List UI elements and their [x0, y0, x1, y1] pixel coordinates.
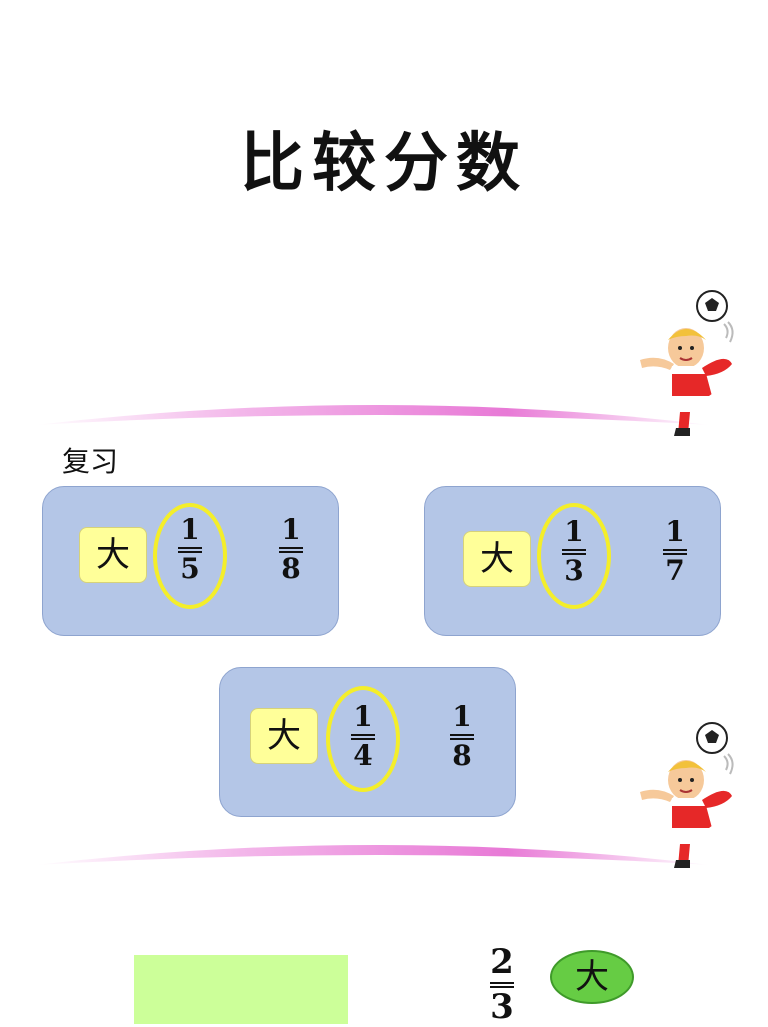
answer-box	[134, 955, 348, 1024]
soccer-ball-icon	[696, 290, 728, 322]
page-title: 比较分数	[240, 126, 528, 201]
answer-circle	[537, 503, 611, 609]
soccer-player-kicking-icon	[640, 290, 734, 436]
pink-arc-bottom	[35, 845, 710, 865]
soccer-ball-icon	[696, 722, 728, 754]
review-label: 复习	[62, 445, 119, 478]
bigger-tag: 大	[79, 527, 147, 583]
bigger-speech-bubble: 大	[550, 950, 634, 1004]
answer-circle	[326, 686, 400, 792]
answer-circle	[153, 503, 227, 609]
pink-arc-top	[35, 405, 710, 425]
bigger-tag: 大	[463, 531, 531, 587]
soccer-player-kicking-icon	[640, 722, 734, 868]
bigger-tag: 大	[250, 708, 318, 764]
